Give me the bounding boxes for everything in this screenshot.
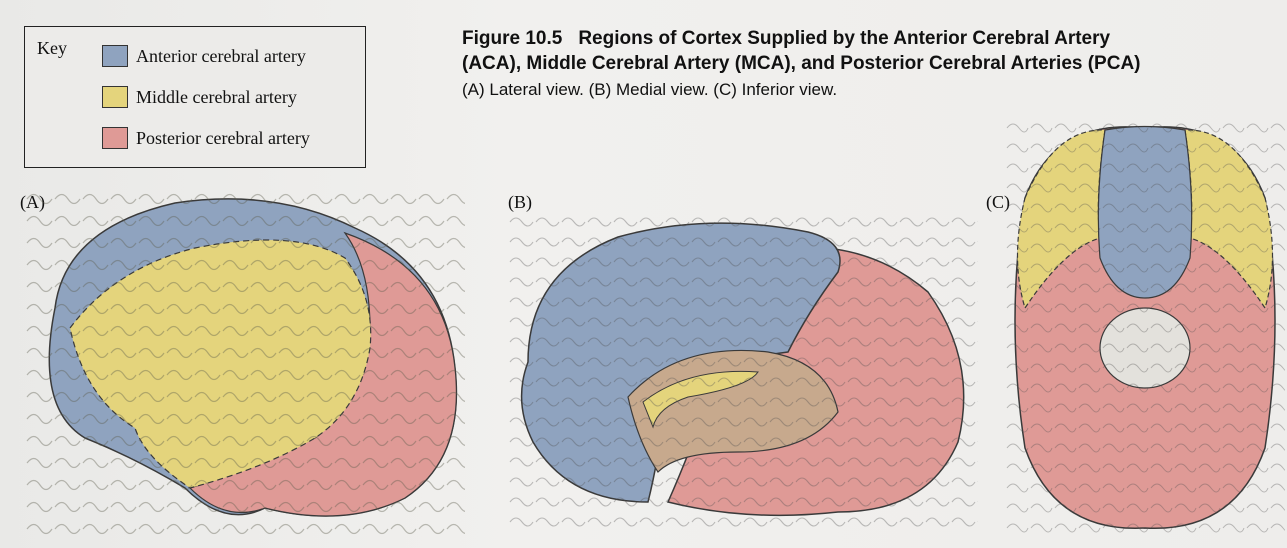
key-label-pca: Posterior cerebral artery — [136, 127, 310, 148]
lateral-view-brain — [25, 188, 465, 538]
lateral-gyri-texture — [25, 188, 465, 538]
medial-gyri-texture — [508, 212, 978, 532]
figure-title: Figure 10.5 Regions of Cortex Supplied by… — [462, 26, 1282, 76]
panel-label-c: (C) — [986, 192, 1010, 212]
color-key: Key Anterior cerebral artery Middle cere… — [24, 26, 366, 168]
figure-caption: (A) Lateral view. (B) Medial view. (C) I… — [462, 80, 838, 99]
key-item-aca: Anterior cerebral artery — [102, 40, 306, 72]
figure-title-line2: (ACA), Middle Cerebral Artery (MCA), and… — [462, 53, 1141, 74]
panel-label-b: (B) — [508, 192, 532, 212]
key-item-pca: Posterior cerebral artery — [102, 122, 310, 154]
figure-title-line1: Regions of Cortex Supplied by the Anteri… — [578, 28, 1111, 49]
inferior-gyri-texture — [1005, 118, 1285, 538]
medial-view-brain — [508, 212, 978, 532]
figure-number: Figure 10.5 — [462, 28, 563, 49]
mca-swatch — [102, 86, 128, 108]
inferior-view-brain — [1005, 118, 1285, 538]
key-item-mca: Middle cerebral artery — [102, 81, 297, 113]
key-label-mca: Middle cerebral artery — [136, 86, 297, 107]
aca-swatch — [102, 45, 128, 67]
pca-swatch — [102, 127, 128, 149]
key-title: Key — [37, 38, 67, 58]
key-label-aca: Anterior cerebral artery — [136, 45, 306, 66]
